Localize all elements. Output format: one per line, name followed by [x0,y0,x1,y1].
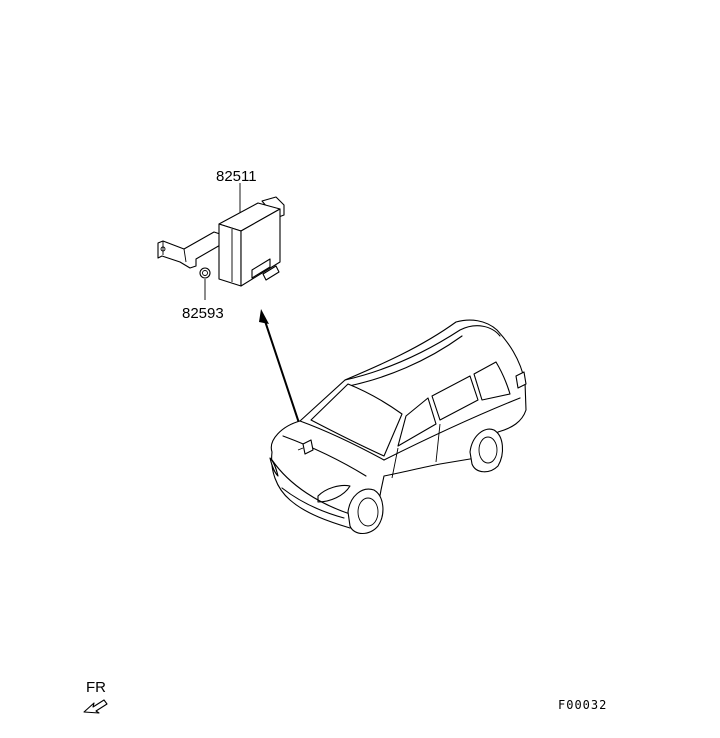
mounting-bracket [157,231,223,269]
nut [199,267,211,279]
module-location-mark [302,439,314,455]
front-wheel [347,488,384,535]
control-module-front [218,223,242,287]
front-arrow-icon [83,699,108,714]
location-arrow [259,309,303,433]
vehicle-illustration [269,319,527,535]
figure-code: F00032 [558,698,607,712]
part-number-82593: 82593 [182,305,224,322]
control-module-assembly [157,196,285,287]
headlamp-right [317,484,351,503]
module-connector [251,258,271,279]
rear-wheel [469,428,503,473]
front-direction-indicator: FR [83,679,108,714]
vehicle-body [270,319,527,529]
direction-label: FR [86,679,106,696]
rear-lamp [515,371,527,389]
side-window-rear [473,361,511,401]
windshield [310,383,403,457]
part-number-82511: 82511 [216,168,257,185]
side-window-front [397,397,437,447]
side-window-middle [431,375,479,421]
